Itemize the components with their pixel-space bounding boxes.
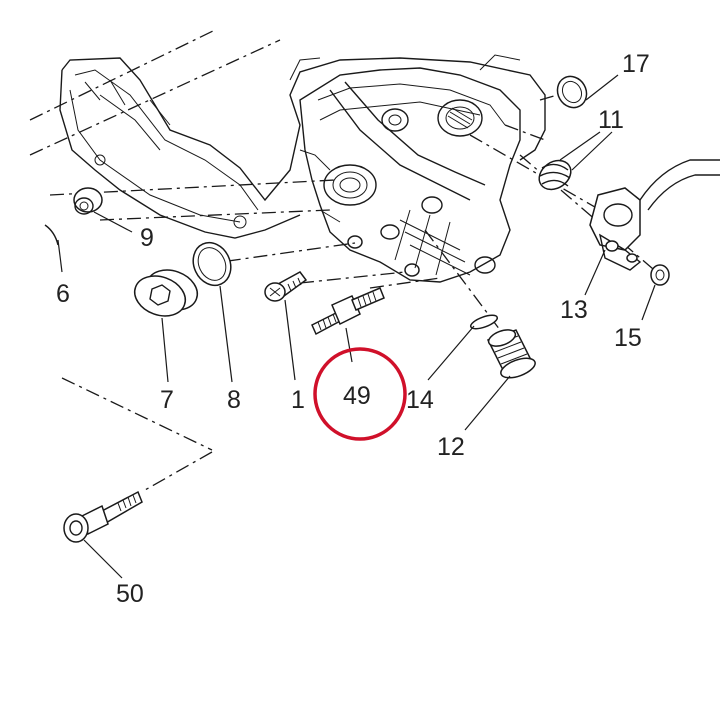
callout-8: 8 bbox=[227, 386, 241, 414]
callout-labels: 17 11 9 6 7 8 1 49 14 13 15 12 50 bbox=[56, 50, 650, 608]
part-14-oring bbox=[427, 314, 499, 381]
part-17-oring bbox=[556, 74, 619, 109]
callout-12: 12 bbox=[437, 433, 465, 461]
part-15-grommet bbox=[641, 264, 670, 321]
callout-17: 17 bbox=[622, 50, 650, 78]
part-9-plug bbox=[73, 187, 133, 233]
callout-9: 9 bbox=[140, 224, 154, 252]
callout-14: 14 bbox=[406, 386, 434, 414]
part-50-bolt bbox=[63, 490, 143, 579]
part-8-oring bbox=[192, 241, 233, 383]
callout-15: 15 bbox=[614, 324, 642, 352]
engine-case-cover bbox=[59, 54, 546, 283]
highlight-ring bbox=[313, 347, 407, 441]
part-7-plug-screw bbox=[133, 269, 199, 383]
callout-1: 1 bbox=[291, 386, 305, 414]
part-6-fragment bbox=[44, 224, 63, 273]
callout-6: 6 bbox=[56, 280, 70, 308]
part-1-screw bbox=[264, 271, 308, 381]
part-12-filter-plug bbox=[464, 329, 536, 431]
callout-50: 50 bbox=[116, 580, 144, 608]
callout-11: 11 bbox=[598, 106, 624, 134]
part-13-sensor bbox=[584, 159, 720, 296]
part-49-stud bbox=[311, 287, 385, 363]
callout-13: 13 bbox=[560, 296, 588, 324]
callout-7: 7 bbox=[160, 386, 174, 414]
part-11-spring bbox=[538, 131, 613, 191]
callout-49: 49 bbox=[343, 382, 371, 410]
